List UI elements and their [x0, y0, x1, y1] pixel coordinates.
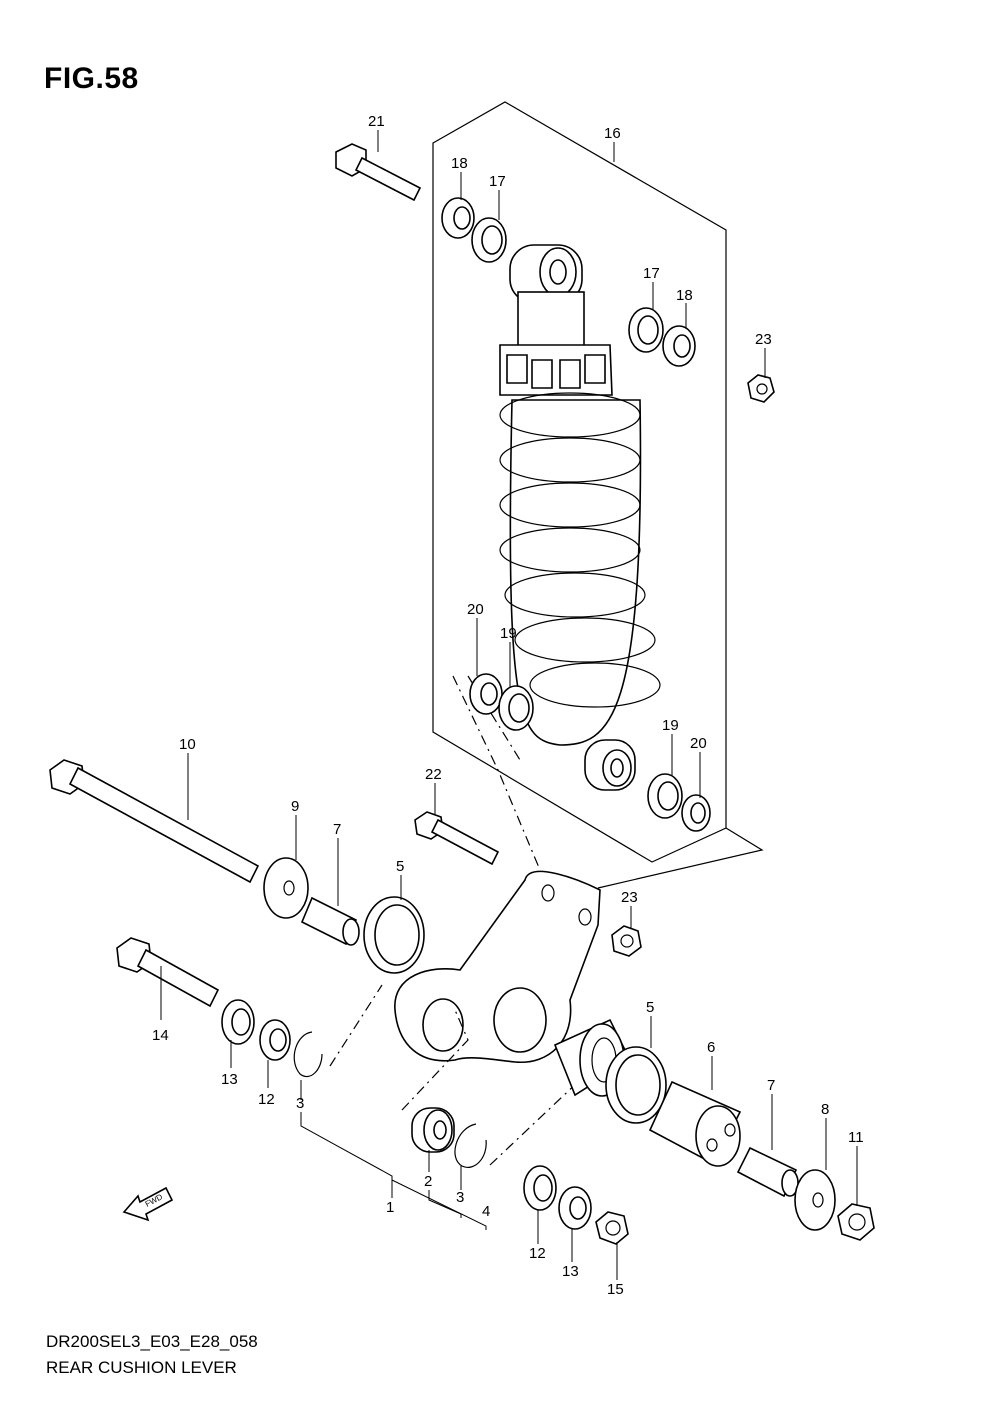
bearing-2: [411, 1107, 455, 1153]
callout-13: 13: [221, 1071, 238, 1088]
callout-1: 1: [386, 1199, 394, 1216]
bolt-22: [414, 811, 500, 866]
lever-dash-line-b: [401, 1009, 469, 1111]
callout-labels: 21 16 18 17 17 18 23 20 19 19 20 10 22 9…: [152, 113, 864, 1298]
callout-18: 18: [676, 287, 693, 304]
callout-21: 21: [368, 113, 385, 130]
figure-title: FIG.58: [44, 62, 139, 95]
washer-12-left: [259, 1019, 291, 1061]
seal-ring-18-right: [662, 325, 696, 367]
callout-10: 10: [179, 736, 196, 753]
callout-19: 19: [662, 717, 679, 734]
panel-link-line: [597, 827, 764, 889]
seal-ring-17-right: [628, 307, 664, 353]
dust-seal-12-lower: [523, 1165, 557, 1211]
seal-ring-19-left: [498, 685, 534, 731]
callout-23: 23: [621, 889, 638, 906]
lever-dash-line-a: [329, 984, 383, 1067]
bolt-21: [335, 143, 422, 202]
callout-3: 3: [296, 1095, 304, 1112]
bolt-14: [116, 937, 220, 1008]
shock-absorber: [499, 244, 661, 791]
cushion-lever: [394, 870, 601, 1063]
callout-7: 7: [333, 821, 341, 838]
bolt-10: [49, 759, 260, 884]
figure-code: DR200SEL3_E03_E28_058: [46, 1332, 258, 1351]
collar-7-lower: [736, 1146, 799, 1198]
circlip-3-left: [293, 1031, 323, 1078]
callout-3: 3: [456, 1189, 464, 1206]
callout-8: 8: [821, 1101, 829, 1118]
washer-8: [794, 1169, 836, 1231]
seal-ring-19-right: [647, 773, 683, 819]
seal-5-lower: [605, 1046, 667, 1124]
nut-11: [837, 1203, 875, 1241]
callout-19: 19: [500, 625, 517, 642]
callout-12: 12: [529, 1245, 546, 1262]
callout-17: 17: [489, 173, 506, 190]
nut-23-lower: [611, 925, 642, 957]
callout-20: 20: [690, 735, 707, 752]
seal-ring-17-top: [471, 217, 507, 263]
callout-22: 22: [425, 766, 442, 783]
seal-ring-20-right: [681, 794, 711, 832]
washer-9: [263, 857, 309, 919]
collar-7-upper: [300, 896, 360, 946]
callout-14: 14: [152, 1027, 169, 1044]
callout-5: 5: [646, 999, 654, 1016]
callout-15: 15: [607, 1281, 624, 1298]
dust-seal-13-left: [221, 999, 255, 1045]
callout-2: 2: [424, 1173, 432, 1190]
callout-7: 7: [767, 1077, 775, 1094]
callout-18: 18: [451, 155, 468, 172]
spacer-6: [648, 1080, 742, 1167]
seal-5-upper: [363, 896, 425, 974]
figure-name: REAR CUSHION LEVER: [46, 1358, 237, 1377]
washer-13-lower: [558, 1186, 592, 1230]
seal-ring-20-left: [469, 673, 503, 715]
panel-dash-line-a: [452, 675, 541, 871]
callout-12: 12: [258, 1091, 275, 1108]
nut-15: [595, 1211, 629, 1245]
seal-ring-18-top: [441, 197, 475, 239]
fwd-arrow: FWD: [122, 1186, 174, 1222]
callout-17: 17: [643, 265, 660, 282]
callout-13: 13: [562, 1263, 579, 1280]
callout-5: 5: [396, 858, 404, 875]
callout-20: 20: [467, 601, 484, 618]
callout-11: 11: [848, 1129, 864, 1146]
callout-23: 23: [755, 331, 772, 348]
circlip-3-right: [454, 1123, 487, 1168]
lever-dash-line-c: [489, 1079, 581, 1166]
callout-16: 16: [604, 125, 621, 142]
callout-6: 6: [707, 1039, 715, 1056]
callout-9: 9: [291, 798, 299, 815]
leader-lines: [160, 130, 858, 1280]
nut-23-upper: [747, 374, 775, 403]
callout-4: 4: [482, 1203, 490, 1220]
